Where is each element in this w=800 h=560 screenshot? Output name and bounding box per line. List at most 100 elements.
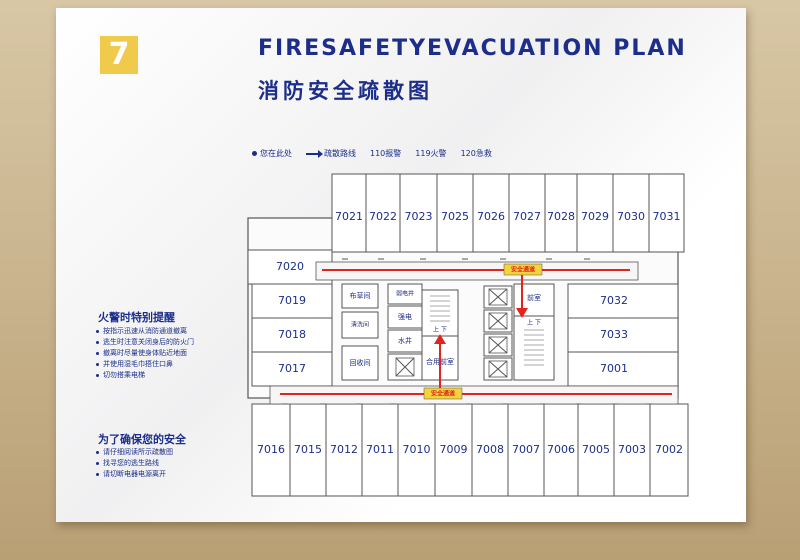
safety-tip-item: 请仔细阅读所示疏散图 (96, 447, 206, 458)
room-left-7019 (251, 283, 333, 319)
room-label-bottom-7016: 7016 (257, 443, 285, 456)
room-label-bottom-7008: 7008 (476, 443, 504, 456)
room-label-top-7030: 7030 (617, 210, 645, 223)
fire-tips-heading: 火警时特别提醒 (98, 311, 175, 324)
room-label-top-7028: 7028 (547, 210, 575, 223)
room-bottom-7012 (325, 403, 363, 497)
room-bottom-7003 (613, 403, 651, 497)
exit-label-bottom: 安全通道 (431, 390, 455, 398)
room-label-bottom-7011: 7011 (366, 443, 394, 456)
label-front-right: 前室 (527, 293, 541, 302)
room-label-top-7022: 7022 (369, 210, 397, 223)
label-water: 水井 (398, 336, 412, 345)
room-top-7030 (612, 173, 650, 253)
room-label-bottom-7009: 7009 (440, 443, 468, 456)
stair-right (513, 315, 555, 381)
safety-tip-item: 找寻您的逃生路线 (96, 458, 206, 469)
room-label-left-7019: 7019 (278, 294, 306, 307)
fire-tip-item: 并使用湿毛巾捂住口鼻 (96, 359, 206, 370)
room-label-right-7001: 7001 (600, 362, 628, 375)
room-bottom-7002 (649, 403, 689, 497)
room-label-top-7023: 7023 (405, 210, 433, 223)
legend-fire: 119火警 (415, 149, 447, 158)
elevator-x-left-2 (395, 357, 415, 377)
room-right-7032 (567, 283, 679, 319)
room-label-bottom-7005: 7005 (582, 443, 610, 456)
room-label-right-7033: 7033 (600, 328, 628, 341)
room-label-top-7026: 7026 (477, 210, 505, 223)
fire-tip-item: 按指示迅速从消防通道撤离 (96, 326, 206, 337)
safety-tips-list: 请仔细阅读所示疏散图找寻您的逃生路线请切断电器电源离开 (96, 447, 206, 480)
room-left-7017 (251, 351, 333, 387)
elevator-x-right (488, 360, 508, 378)
legend-police: 110报警 (370, 149, 402, 158)
room-label-top-7031: 7031 (653, 210, 681, 223)
elevator-x-right (488, 336, 508, 354)
legend-medical: 120急救 (460, 149, 492, 158)
label-strong-power: 强电 (398, 312, 412, 321)
fire-tip-item: 逃生时注意关闭身后的防火门 (96, 337, 206, 348)
room-label-left-7018: 7018 (278, 328, 306, 341)
exit-tag-bottom (423, 387, 463, 400)
title-english: FIRESAFETYEVACUATION PLAN (258, 36, 687, 61)
room-label-left-7020: 7020 (276, 260, 304, 273)
room-label-bottom-7012: 7012 (330, 443, 358, 456)
legend-you-are-here: 您在此处 (252, 148, 292, 159)
hotel-logo: 7 (100, 36, 138, 74)
legend-you-are-here-label: 您在此处 (260, 149, 292, 158)
room-bottom-7010 (397, 403, 436, 497)
elevator-x-right (488, 312, 508, 330)
room-linen (341, 283, 379, 309)
safety-tips-heading: 为了确保您的安全 (98, 433, 186, 446)
room-bottom-7016 (251, 403, 291, 497)
room-label-top-7027: 7027 (513, 210, 541, 223)
room-top-7029 (576, 173, 614, 253)
fire-tip-item: 切勿搭乘电梯 (96, 370, 206, 381)
room-label-bottom-7003: 7003 (618, 443, 646, 456)
room-label-bottom-7015: 7015 (294, 443, 322, 456)
room-label-top-7021: 7021 (335, 210, 363, 223)
room-label-bottom-7006: 7006 (547, 443, 575, 456)
label-stair-right: 上 下 (527, 319, 541, 327)
label-linen: 布草间 (350, 291, 371, 300)
room-bottom-7007 (507, 403, 545, 497)
elevator-x-right (488, 288, 508, 306)
room-top-7027 (508, 173, 546, 253)
room-bottom-7011 (361, 403, 399, 497)
room-label-right-7032: 7032 (600, 294, 628, 307)
label-clean: 清洗间 (351, 321, 369, 329)
room-label-bottom-7007: 7007 (512, 443, 540, 456)
legend-route: 疏散路线 (306, 148, 356, 159)
route-arrow-down (516, 308, 528, 318)
room-label-bottom-7002: 7002 (655, 443, 683, 456)
room-clean (341, 311, 379, 339)
exit-label-top: 安全通道 (511, 266, 535, 274)
route-arrow-icon (306, 149, 323, 158)
fire-tip-item: 撤离时尽量使身体贴近地面 (96, 348, 206, 359)
room-top-7025 (436, 173, 474, 253)
exit-tag-top (503, 263, 543, 276)
location-dot-icon (252, 151, 257, 156)
legend-route-label: 疏散路线 (324, 149, 356, 158)
room-bottom-7005 (577, 403, 615, 497)
label-weak-power: 弱电井 (396, 290, 414, 298)
room-left-7018 (251, 317, 333, 353)
room-bottom-7009 (434, 403, 473, 497)
label-recycle: 回收间 (350, 358, 371, 367)
room-label-top-7029: 7029 (581, 210, 609, 223)
safety-tip-item: 请切断电器电源离开 (96, 469, 206, 480)
label-stair-left: 上 下 (433, 326, 447, 334)
fire-tips-list: 按指示迅速从消防通道撤离逃生时注意关闭身后的防火门撤离时尽量使身体贴近地面并使用… (96, 326, 206, 381)
room-recycle (341, 345, 379, 381)
room-top-7022 (365, 173, 401, 253)
title-chinese: 消防安全疏散图 (258, 79, 433, 103)
room-bottom-7015 (289, 403, 327, 497)
room-label-left-7017: 7017 (278, 362, 306, 375)
room-top-7031 (648, 173, 685, 253)
room-label-bottom-7010: 7010 (403, 443, 431, 456)
route-arrow-up (434, 334, 446, 344)
room-label-top-7025: 7025 (441, 210, 469, 223)
legend: 您在此处 疏散路线 110报警 119火警 120急救 (252, 148, 492, 159)
